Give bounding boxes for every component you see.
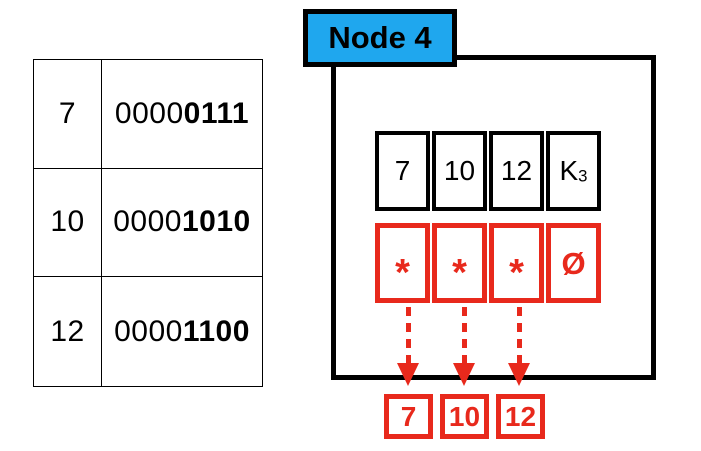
leaf-row: 7 10 12 <box>384 394 545 439</box>
pointer-arrow <box>508 307 530 387</box>
leaf-box: 7 <box>384 394 433 439</box>
pointer-cell: * <box>432 223 487 303</box>
pointer-cell: * <box>489 223 544 303</box>
decimal-cell: 12 <box>34 277 102 386</box>
key-k-subscript: 3 <box>578 166 588 186</box>
pointers-row: * * * Ø <box>375 223 601 303</box>
asterisk-pointer: * <box>395 251 410 294</box>
asterisk-pointer: * <box>509 251 524 294</box>
binary-suffix: 1100 <box>182 314 250 348</box>
key-k-base: K <box>559 155 579 186</box>
node-body-box <box>331 55 656 380</box>
arrow-head-icon <box>397 363 419 386</box>
pointer-null-cell: Ø <box>546 223 601 303</box>
arrow-head-icon <box>508 363 530 386</box>
asterisk-pointer: * <box>452 251 467 294</box>
key-cell: 10 <box>432 131 487 211</box>
key-cell: 12 <box>489 131 544 211</box>
binary-prefix: 0000 <box>113 205 182 239</box>
binary-suffix: 1010 <box>182 205 251 239</box>
arrow-line <box>516 307 522 363</box>
decimal-cell: 7 <box>34 60 102 168</box>
node-title-label: Node 4 <box>328 20 432 55</box>
binary-prefix: 0000 <box>114 314 183 348</box>
binary-suffix: 0111 <box>183 96 250 130</box>
leaf-box: 12 <box>496 394 545 439</box>
arrow-line <box>461 307 467 363</box>
pointer-cell: * <box>375 223 430 303</box>
decimal-cell: 10 <box>34 168 102 277</box>
pointer-arrow <box>453 307 475 387</box>
binary-prefix: 0000 <box>114 96 184 130</box>
key-cell: 7 <box>375 131 430 211</box>
node-title-box: Node 4 <box>303 9 457 67</box>
leaf-box: 10 <box>440 394 489 439</box>
arrow-line <box>405 307 411 363</box>
pointer-arrow <box>397 307 419 387</box>
arrow-head-icon <box>453 363 475 386</box>
null-pointer-symbol: Ø <box>561 246 586 281</box>
